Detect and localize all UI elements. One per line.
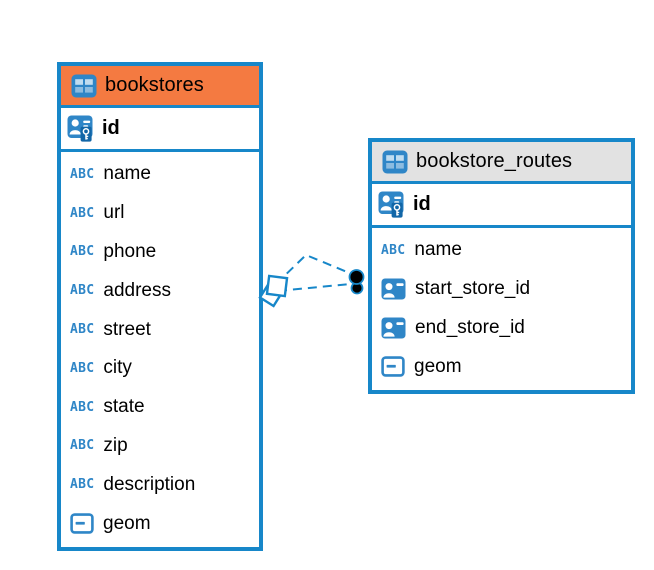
column-name: name [414, 239, 462, 261]
relationship-line-1[interactable] [275, 253, 353, 285]
column-name: id [413, 193, 431, 215]
column-row[interactable]: ABC city [61, 349, 259, 388]
column-row[interactable]: start_store_id [372, 270, 631, 309]
table-icon [382, 150, 408, 174]
text-icon: ABC [70, 321, 95, 338]
table-columns: ABC name start_store_id end_store_id geo… [372, 228, 631, 390]
column-name: city [103, 357, 132, 379]
column-row[interactable]: geom [372, 347, 631, 386]
column-row[interactable]: ABC address [61, 271, 259, 310]
table-title: bookstore_routes [416, 150, 573, 172]
table-icon [71, 74, 97, 98]
column-name: street [103, 318, 151, 340]
column-row[interactable]: ABC description [61, 465, 259, 504]
column-name: url [103, 202, 125, 224]
column-name: geom [103, 512, 151, 534]
column-row-id[interactable]: id [372, 184, 631, 228]
foreign-key-icon [381, 278, 406, 300]
table-bookstore-routes-header[interactable]: bookstore_routes [372, 142, 631, 184]
column-row[interactable]: ABC name [372, 231, 631, 270]
column-row[interactable]: ABC name [61, 155, 259, 194]
column-row-id[interactable]: id [61, 108, 259, 152]
column-row[interactable]: ABC state [61, 388, 259, 427]
geometry-icon [381, 356, 405, 377]
text-icon: ABC [70, 476, 95, 493]
table-columns: ABC name ABC url ABC phone ABC address A… [61, 152, 259, 547]
text-icon: ABC [70, 244, 95, 260]
table-title: bookstores [105, 74, 204, 96]
geometry-icon [70, 513, 94, 534]
text-icon: ABC [70, 166, 95, 183]
column-row[interactable]: geom [61, 504, 259, 543]
column-name: state [103, 396, 145, 418]
column-name: start_store_id [415, 278, 531, 300]
column-name: address [103, 279, 171, 301]
table-bookstores[interactable]: bookstores id ABC name ABC url ABC phone… [57, 62, 263, 551]
table-bookstore-routes[interactable]: bookstore_routes id ABC name start_store… [368, 138, 635, 395]
column-row[interactable]: ABC url [61, 194, 259, 233]
text-icon: ABC [70, 282, 95, 299]
foreign-key-icon [381, 317, 406, 339]
column-name: end_store_id [415, 316, 525, 338]
column-name: description [103, 473, 196, 495]
column-name: geom [414, 355, 462, 377]
text-icon: ABC [70, 399, 95, 416]
column-row[interactable]: end_store_id [372, 309, 631, 348]
column-name: id [102, 117, 120, 139]
column-row[interactable]: ABC zip [61, 427, 259, 466]
column-name: zip [103, 434, 128, 456]
column-name: name [103, 163, 151, 185]
table-bookstores-header[interactable]: bookstores [61, 66, 259, 108]
column-row[interactable]: ABC phone [61, 233, 259, 272]
text-icon: ABC [70, 360, 95, 377]
relationship-line-2[interactable] [277, 283, 351, 292]
column-row[interactable]: ABC street [61, 310, 259, 349]
text-icon: ABC [70, 438, 95, 454]
text-icon: ABC [70, 205, 95, 222]
many-end-diamond-symbol[interactable] [258, 274, 289, 308]
text-icon: ABC [381, 242, 406, 259]
column-name: phone [103, 240, 157, 262]
primary-key-icon [67, 115, 94, 142]
primary-key-icon [378, 191, 405, 218]
one-end-dot-symbol[interactable] [348, 269, 365, 295]
